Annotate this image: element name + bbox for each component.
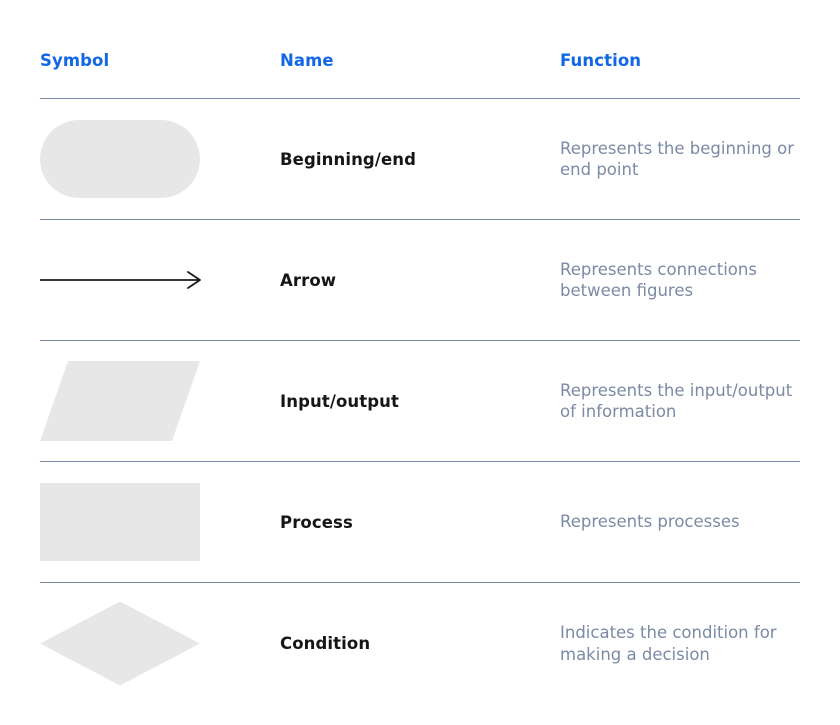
symbol-function: Represents processes [560, 512, 740, 532]
table-row: Condition Indicates the condition for ma… [40, 583, 800, 704]
diamond-shape [40, 601, 200, 686]
symbol-cell [40, 120, 280, 198]
symbol-name: Arrow [280, 270, 337, 290]
terminator-pill-shape [40, 120, 200, 198]
table-row: Process Represents processes [40, 462, 800, 583]
symbol-cell [40, 361, 280, 441]
symbol-cell [40, 601, 280, 686]
table-row: Beginning/end Represents the beginning o… [40, 99, 800, 220]
symbol-name: Input/output [280, 391, 399, 411]
symbol-function: Indicates the condition for making a dec… [560, 623, 777, 664]
symbol-name: Beginning/end [280, 149, 417, 169]
column-header-function: Function [560, 51, 642, 70]
symbol-name: Process [280, 512, 353, 532]
symbol-function: Represents the beginning or end point [560, 138, 794, 179]
table-row: Arrow Represents connections between fig… [40, 220, 800, 341]
symbol-name: Condition [280, 634, 371, 653]
symbol-cell [40, 483, 280, 561]
table-row: Input/output Represents the input/output… [40, 341, 800, 462]
symbol-function: Represents connections between figures [560, 259, 757, 300]
symbol-function: Represents the input/output of informati… [560, 380, 793, 421]
rectangle-shape [40, 483, 200, 561]
column-header-name: Name [280, 51, 334, 70]
parallelogram-shape [40, 361, 200, 441]
arrow-shape [40, 271, 201, 289]
symbol-cell [40, 269, 280, 291]
table-header-row: Symbol Name Function [40, 0, 800, 99]
column-header-symbol: Symbol [40, 51, 110, 70]
